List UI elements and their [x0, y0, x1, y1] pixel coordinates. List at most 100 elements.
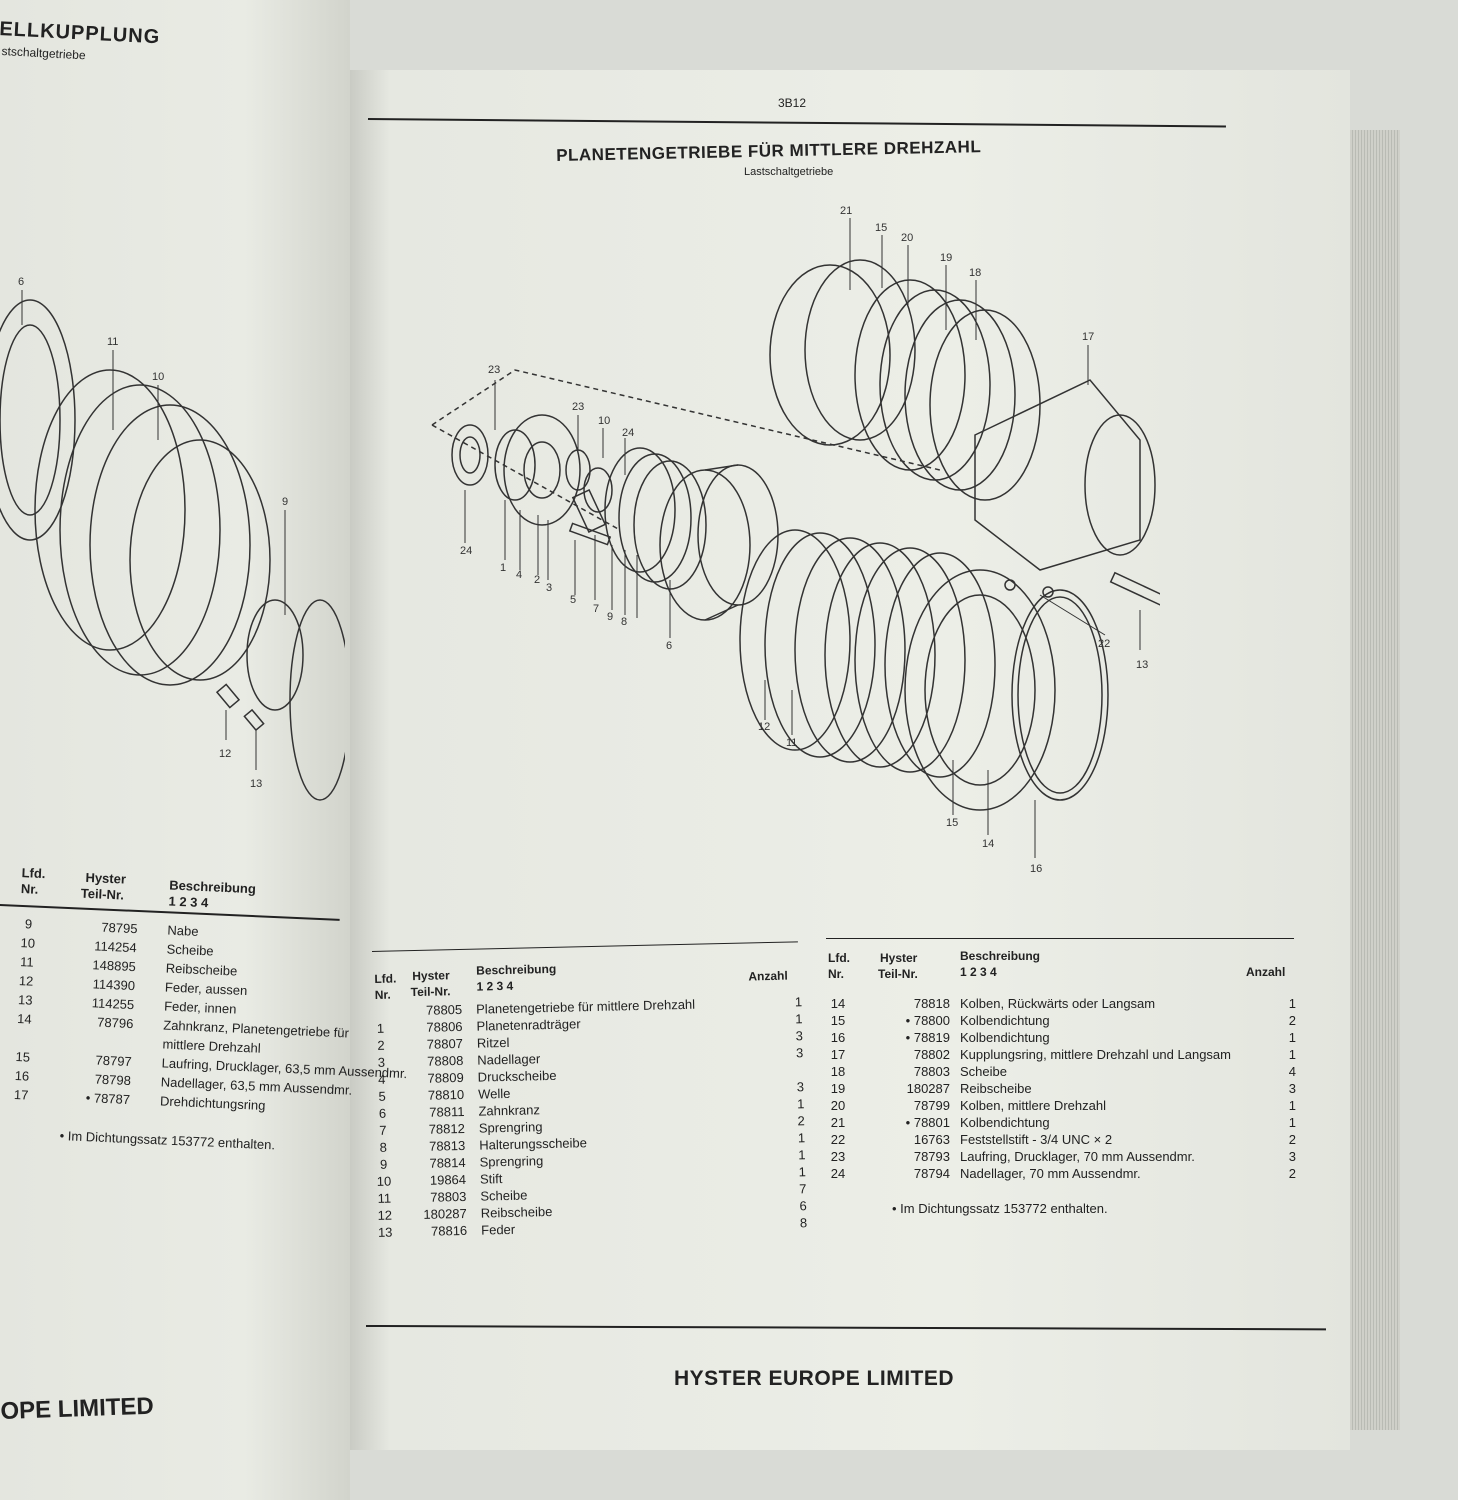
cell-teil: 78808: [427, 1052, 464, 1069]
cell-desc: Nadellager: [477, 1051, 541, 1068]
left-footer: OPE LIMITED: [0, 1392, 155, 1425]
cell-lfd: 11: [19, 954, 35, 970]
table2-header: Lfd. Nr. Hyster Teil-Nr. Beschreibung 1 …: [828, 949, 1286, 981]
cell-qty: 1: [1288, 996, 1296, 1011]
cell-lfd: [13, 1029, 35, 1030]
cell-teil: 78802: [913, 1047, 950, 1062]
callout: 12: [758, 721, 770, 733]
callout: 5: [570, 594, 576, 606]
callout: 9: [607, 611, 613, 623]
cell-desc: Scheibe: [960, 1064, 1007, 1079]
cell-lfd: 22: [830, 1132, 846, 1147]
cell-desc: Feder, innen: [163, 998, 237, 1017]
cell-qty: 3: [1288, 1081, 1296, 1096]
part-2-pinion: [571, 488, 607, 534]
cell-qty: 1: [1288, 1047, 1296, 1062]
cell-lfd: 14: [16, 1011, 33, 1027]
callout: 21: [840, 205, 852, 217]
callout: 15: [875, 222, 887, 234]
cell-lfd: 10: [376, 1173, 392, 1189]
cell-lfd: 9: [24, 916, 33, 932]
part-17-clutch-ring: [974, 379, 1141, 571]
cell-desc: Sprengring: [479, 1153, 544, 1170]
callout: 6: [666, 640, 672, 652]
cell-qty: 3: [796, 1079, 805, 1095]
page-subtitle: Lastschaltgetriebe: [744, 166, 834, 178]
callout: 24: [622, 427, 634, 439]
cell-teil: 78803: [913, 1064, 950, 1079]
cell-desc: Reibscheibe: [165, 960, 238, 979]
cell-teil: • 78800: [905, 1013, 950, 1028]
left-callout: 11: [107, 336, 118, 348]
cell-lfd: 3: [377, 1054, 386, 1070]
part-8-washer: [633, 460, 707, 590]
cell-teil: 78809: [427, 1069, 464, 1086]
cell-lfd: 9: [379, 1156, 388, 1172]
cell-lfd: 15: [15, 1049, 31, 1065]
cell-lfd: 15: [830, 1013, 846, 1028]
callout: 1: [500, 562, 506, 574]
callout: 18: [969, 267, 981, 279]
callout: 23: [572, 401, 584, 413]
left-part-12-spring: [215, 683, 241, 709]
exploded-parts-diagram: 21 15 20 19 18 17 23 23 10 24 24 1 4 2 3…: [431, 205, 1160, 875]
cell-desc: Kolbendichtung: [960, 1013, 1050, 1028]
cell-teil: 180287: [906, 1081, 950, 1096]
cell-desc: Scheibe: [480, 1187, 528, 1204]
cell-qty: 6: [799, 1198, 807, 1214]
cell-qty: 2: [1288, 1166, 1296, 1181]
callout: 4: [516, 569, 522, 581]
cell-qty: 1: [795, 1011, 803, 1027]
cell-desc: Stift: [479, 1171, 503, 1187]
cell-lfd: 13: [377, 1224, 393, 1240]
cell-lfd: 1: [376, 1020, 385, 1036]
cell-qty: 1: [798, 1147, 806, 1163]
part-21-seal: [769, 264, 891, 446]
cell-desc: Nabe: [167, 922, 199, 939]
cell-desc: mittlere Drehzahl: [162, 1036, 262, 1056]
cell-desc: Druckscheibe: [477, 1067, 557, 1085]
cell-desc: Nadellager, 70 mm Aussendmr.: [960, 1166, 1141, 1181]
cell-teil: 78807: [426, 1035, 464, 1052]
callout: 23: [488, 364, 500, 376]
cell-teil: • 78819: [905, 1030, 950, 1045]
cell-teil: 78795: [101, 919, 138, 937]
cell-qty: 4: [1288, 1064, 1296, 1079]
cell-qty: 1: [1288, 1098, 1296, 1113]
cell-teil: 16763: [913, 1132, 950, 1147]
footer-company: HYSTER EUROPE LIMITED: [674, 1367, 955, 1390]
cell-qty: 1: [798, 1164, 807, 1180]
cell-lfd: 24: [830, 1166, 846, 1181]
part-9-ring: [618, 453, 692, 583]
cell-teil: 114254: [93, 938, 138, 956]
cell-lfd: 4: [377, 1071, 386, 1087]
part-20-piston: [804, 259, 916, 441]
part-5-shaft: [568, 522, 612, 546]
callout: 10: [598, 415, 610, 427]
callout: 7: [593, 603, 599, 615]
left-callout: 6: [18, 276, 24, 288]
part-13-spring: [1109, 571, 1160, 609]
cell-qty: [773, 1061, 803, 1062]
right-page: [350, 70, 1350, 1450]
left-part-13-spring: [243, 708, 265, 732]
cell-teil: 78794: [913, 1166, 950, 1181]
cell-desc: Kupplungsring, mittlere Drehzahl und Lan…: [960, 1047, 1231, 1062]
cell-teil: 114390: [92, 976, 136, 994]
callout: 17: [1082, 331, 1094, 343]
callout: 24: [460, 545, 472, 557]
cell-lfd: 12: [377, 1207, 393, 1223]
cell-desc: Feststellstift - 3/4 UNC × 2: [960, 1132, 1113, 1147]
cell-teil: 78813: [428, 1137, 466, 1154]
callout: 19: [940, 252, 952, 264]
part-11-plate: [764, 532, 876, 758]
callout: 13: [1136, 659, 1148, 671]
cell-teil: 78816: [430, 1222, 468, 1239]
